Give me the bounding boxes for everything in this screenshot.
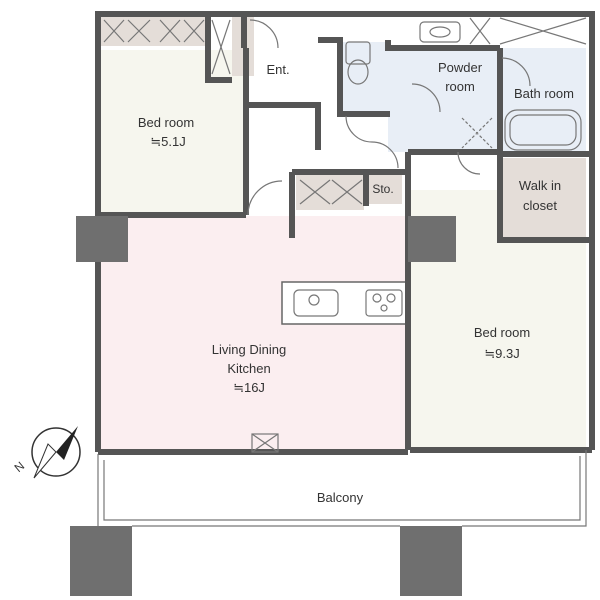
hall-closet-area bbox=[296, 174, 364, 210]
bath-room-label: Bath room bbox=[514, 86, 574, 101]
walk-in-closet-area bbox=[500, 158, 586, 238]
bedroom-east-size: ≒9.3J bbox=[484, 346, 519, 361]
kitchen-counter bbox=[281, 281, 407, 325]
bedroom-east-name: Bed room bbox=[474, 325, 530, 340]
column bbox=[400, 526, 462, 596]
powder-room-name-1: Powder bbox=[438, 60, 483, 75]
powder-room-name-2: room bbox=[445, 79, 475, 94]
bedroom-west-size: ≒5.1J bbox=[150, 134, 185, 149]
column bbox=[70, 526, 132, 596]
storage-label: Sto. bbox=[372, 182, 393, 196]
entrance-label: Ent. bbox=[266, 62, 289, 77]
bath-room-area bbox=[500, 48, 586, 152]
ldk-name-2: Kitchen bbox=[227, 361, 270, 376]
ldk-size: ≒16J bbox=[233, 380, 265, 395]
ldk-area bbox=[99, 216, 408, 451]
fixtures bbox=[103, 17, 587, 453]
walk-in-closet-name-1: Walk in bbox=[519, 178, 561, 193]
walls bbox=[95, 11, 595, 455]
bedroom-closet-area bbox=[99, 16, 209, 46]
balcony-label: Balcony bbox=[317, 490, 364, 505]
walk-in-closet-name-2: closet bbox=[523, 198, 557, 213]
powder-room-area bbox=[388, 48, 500, 152]
column bbox=[76, 216, 128, 262]
toilet-area bbox=[340, 42, 388, 114]
north-label: N bbox=[12, 459, 28, 475]
structural-columns bbox=[70, 216, 462, 596]
north-arrow: N bbox=[12, 426, 81, 479]
balcony-outline bbox=[97, 450, 587, 527]
bedroom-west-area bbox=[99, 50, 246, 215]
storage-area bbox=[366, 174, 402, 204]
ldk-name-1: Living Dining bbox=[212, 342, 286, 357]
bedroom-west-name: Bed room bbox=[138, 115, 194, 130]
column bbox=[408, 216, 456, 262]
